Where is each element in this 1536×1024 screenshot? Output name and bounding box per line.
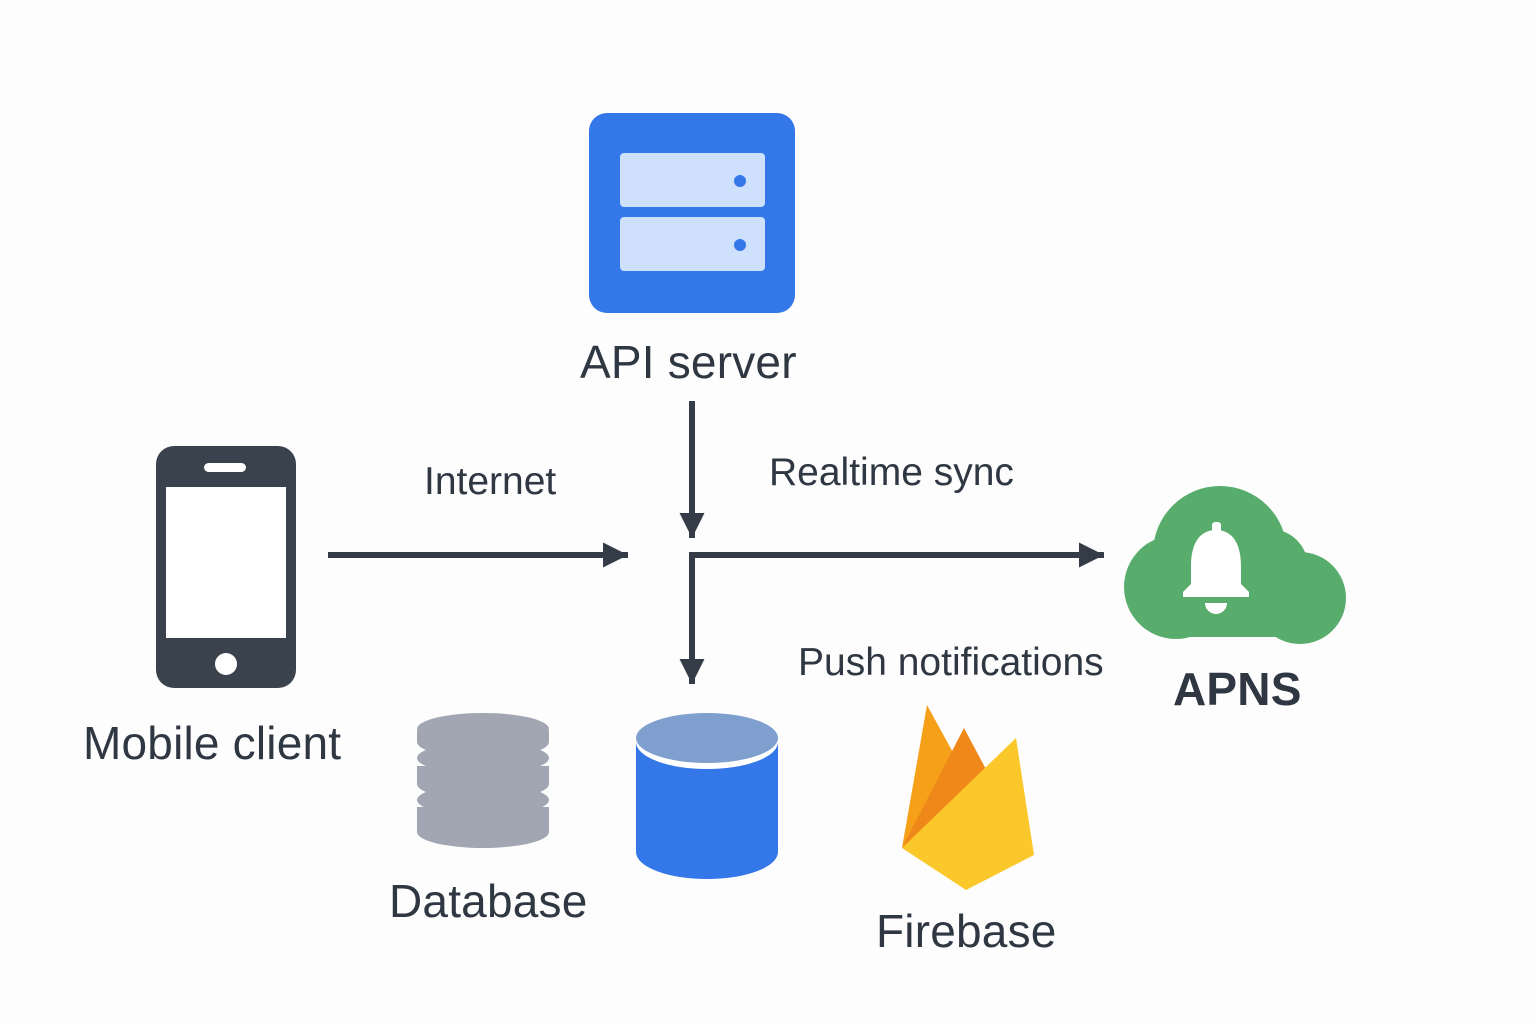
database-stack-icon: [417, 713, 549, 848]
firebase-flame-icon: [902, 705, 1034, 890]
realtime-sync-label: Realtime sync: [769, 451, 1014, 494]
firebase-label: Firebase: [876, 905, 1057, 957]
database-cylinder-icon: [636, 713, 778, 879]
database-label: Database: [389, 875, 588, 927]
cloud-bell-icon: [1124, 486, 1346, 644]
push-notifications-label: Push notifications: [798, 641, 1104, 684]
mobile-client-label: Mobile client: [83, 717, 342, 769]
connector-arrows: [328, 401, 1104, 684]
apns-label: APNS: [1173, 663, 1302, 715]
server-icon: [589, 113, 795, 313]
api-server-label: API server: [580, 336, 797, 388]
bell-icon: [1183, 522, 1249, 614]
smartphone-icon: [156, 446, 296, 688]
internet-label: Internet: [424, 460, 557, 503]
